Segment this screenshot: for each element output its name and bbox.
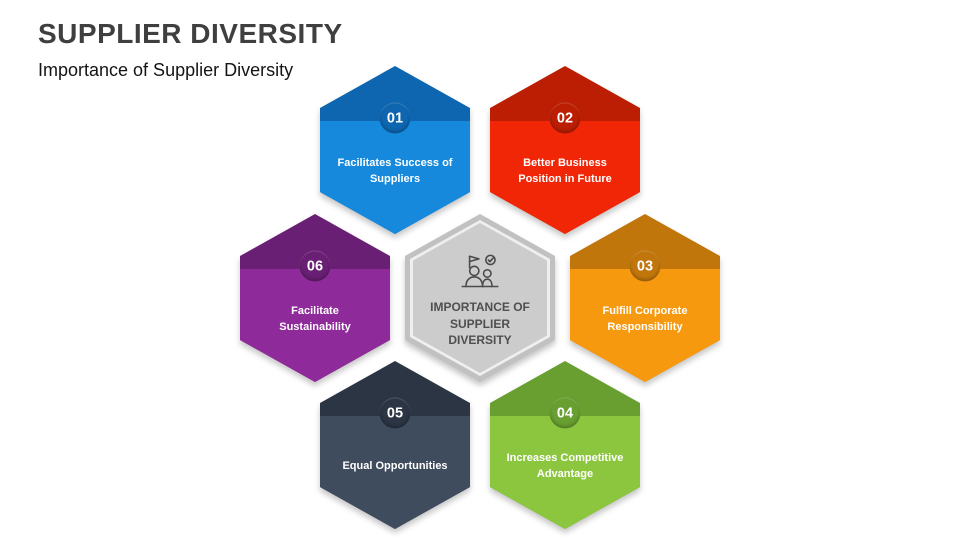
- hex-shape: [570, 214, 720, 382]
- hex-item-01: 01 Facilitates Success of Suppliers: [320, 66, 470, 234]
- hex-item-06: 06 Facilitate Sustainability: [240, 214, 390, 382]
- number-badge: 02: [549, 102, 581, 134]
- hex-label: Better Business Position in Future: [518, 156, 612, 185]
- center-content: IMPORTANCE OF SUPPLIER DIVERSITY: [405, 214, 555, 382]
- hex-shape: [320, 361, 470, 529]
- hex-label: Facilitate Sustainability: [279, 304, 351, 333]
- people-goal-icon: [461, 254, 499, 288]
- hex-cap: [320, 66, 470, 234]
- hex-shape: [320, 66, 470, 234]
- number-text: 03: [636, 258, 654, 275]
- number-badge: 01: [379, 102, 411, 134]
- center-label: IMPORTANCE OF SUPPLIER DIVERSITY: [430, 299, 530, 348]
- hex-shape: [240, 214, 390, 382]
- hex-center: IMPORTANCE OF SUPPLIER DIVERSITY: [405, 214, 555, 382]
- hex-shape: [405, 214, 555, 382]
- hex-shape: [490, 66, 640, 234]
- center-hex-outer: [405, 214, 555, 382]
- hex-item-02: 02 Better Business Position in Future: [490, 66, 640, 234]
- number-text: 05: [386, 405, 404, 422]
- hex-label: Facilitates Success of Suppliers: [337, 156, 453, 185]
- hex-cap: [240, 214, 390, 382]
- hex-label: Increases Competitive Advantage: [506, 451, 624, 480]
- number-badge: 04: [549, 397, 581, 429]
- page-title: SUPPLIER DIVERSITY: [38, 18, 343, 49]
- hex-label: Equal Opportunities: [342, 459, 448, 472]
- number-text: 06: [306, 258, 324, 275]
- number-text: 04: [556, 405, 574, 422]
- number-text: 02: [556, 110, 574, 127]
- number-badge: 03: [629, 250, 661, 282]
- hex-item-05: 05 Equal Opportunities: [320, 361, 470, 529]
- number-text: 01: [386, 110, 404, 127]
- hex-item-04: 04 Increases Competitive Advantage: [490, 361, 640, 529]
- number-badge: 05: [379, 397, 411, 429]
- number-badge: 06: [299, 250, 331, 282]
- hex-item-03: 03 Fulfill Corporate Responsibility: [570, 214, 720, 382]
- hex-shape: [490, 361, 640, 529]
- page-subtitle: Importance of Supplier Diversity: [38, 60, 294, 80]
- hex-label: Fulfill Corporate Responsibility: [602, 304, 688, 333]
